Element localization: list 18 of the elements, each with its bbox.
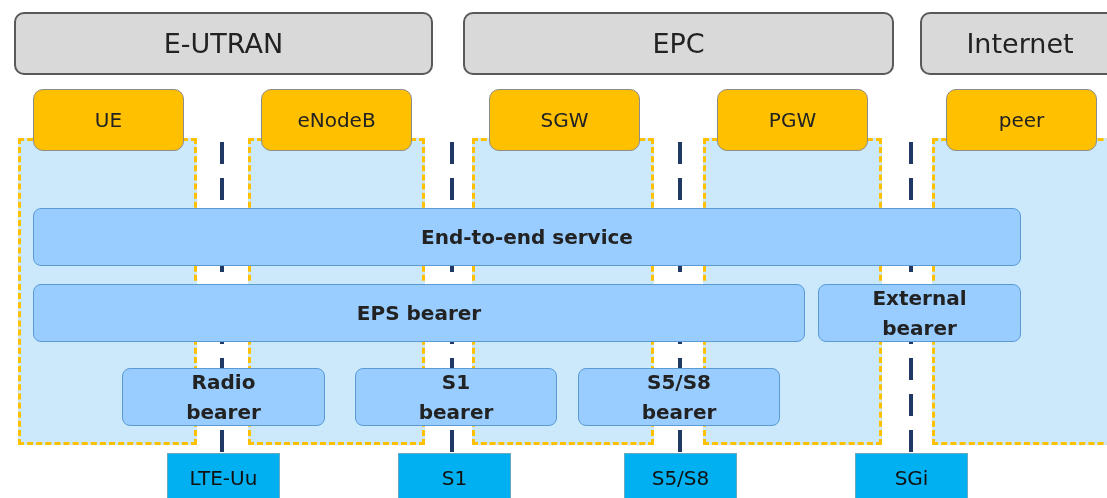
bearer-bar: S1 bearer (355, 368, 557, 426)
bearer-bar: S5/S8 bearer (578, 368, 780, 426)
bearer-bar: EPS bearer (33, 284, 805, 342)
bearer-bar: External bearer (818, 284, 1021, 342)
node-tab: SGW (489, 89, 640, 151)
bearer-bar: Radio bearer (122, 368, 325, 426)
node-tab: PGW (717, 89, 868, 151)
interface-label: S5/S8 (624, 453, 737, 498)
bearer-bar: End-to-end service (33, 208, 1021, 266)
group-header: E-UTRAN (14, 12, 433, 75)
node-tab: UE (33, 89, 184, 151)
group-header: EPC (463, 12, 894, 75)
interface-label: SGi (855, 453, 968, 498)
group-header: Internet (920, 12, 1107, 75)
interface-label: LTE-Uu (167, 453, 280, 498)
interface-label: S1 (398, 453, 511, 498)
node-tab: eNodeB (261, 89, 412, 151)
node-tab: peer (946, 89, 1097, 151)
